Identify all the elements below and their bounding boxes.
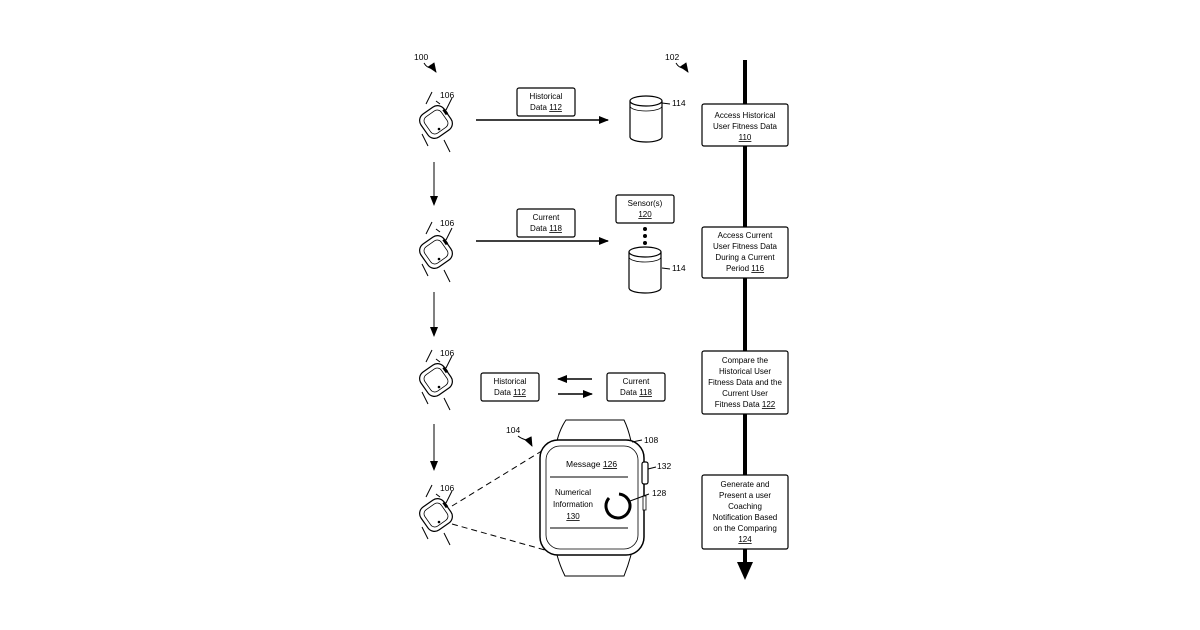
- flow-step-116-num: 116: [751, 264, 764, 273]
- svg-text:Data 118: Data 118: [530, 224, 562, 233]
- ref-106-row4: 106: [440, 483, 454, 493]
- flow-step-116-line1: Access Current: [718, 231, 773, 240]
- flow-step-110-num: 110: [739, 133, 752, 142]
- svg-text:Data 112: Data 112: [530, 103, 562, 112]
- current-data-row3-line2: Data: [620, 388, 637, 397]
- current-data-row2-line2: Data: [530, 224, 547, 233]
- svg-text:Data 112: Data 112: [494, 388, 526, 397]
- flow-step-110-line2: User Fitness Data: [713, 122, 778, 131]
- current-data-row3-line1: Current: [623, 377, 650, 386]
- historical-data-row3-num: 112: [513, 388, 526, 397]
- ref-102-label: 102: [665, 52, 679, 62]
- ref-102-arrow: [676, 63, 688, 72]
- watch-strap-top: [557, 420, 631, 441]
- historical-data-row3-line2: Data: [494, 388, 511, 397]
- current-data-row3-num: 118: [639, 388, 652, 397]
- flow-step-124-line1: Generate and: [721, 480, 770, 489]
- ellipsis-dot: [643, 227, 647, 231]
- watch-numerical-line1: Numerical: [555, 488, 591, 497]
- ref-114-row2: 114: [672, 263, 686, 273]
- watch-side-button[interactable]: [643, 496, 646, 510]
- flow-step-124-line2: Present a user: [719, 491, 771, 500]
- database-icon-row1: [630, 96, 662, 142]
- svg-text:Period 116: Period 116: [726, 264, 765, 273]
- current-data-row2-line1: Current: [533, 213, 560, 222]
- flow-step-124-line3: Coaching: [728, 502, 762, 511]
- flow-step-116-line4: Period: [726, 264, 749, 273]
- historical-data-row1-line2: Data: [530, 103, 547, 112]
- flow-arrowhead: [737, 562, 753, 580]
- ref-106-row3: 106: [440, 348, 454, 358]
- flow-step-122-line2: Historical User: [719, 367, 771, 376]
- projection-line-top: [452, 449, 545, 506]
- watch-icon-row2: [417, 222, 456, 282]
- ref-128-label: 128: [652, 488, 666, 498]
- svg-text:Data 118: Data 118: [620, 388, 652, 397]
- watch-numerical-line2: Information: [553, 500, 593, 509]
- sensors-num: 120: [638, 210, 652, 219]
- ref-100-label: 100: [414, 52, 428, 62]
- svg-text:Fitness Data 122: Fitness Data 122: [715, 400, 776, 409]
- watch-numerical-num: 130: [566, 512, 580, 521]
- flow-step-124-line4: Notification Based: [713, 513, 777, 522]
- watch-message-num: 126: [603, 459, 617, 469]
- flow-step-122-line5: Fitness Data: [715, 400, 760, 409]
- watch-message-label: Message: [566, 459, 601, 469]
- ref-114-row1: 114: [672, 98, 686, 108]
- ref-106-row2: 106: [440, 218, 454, 228]
- watch-crown[interactable]: [642, 462, 648, 484]
- flow-step-122-num: 122: [762, 400, 776, 409]
- historical-data-row3-line1: Historical: [494, 377, 527, 386]
- flow-step-116-line3: During a Current: [715, 253, 775, 262]
- historical-data-row1-num: 112: [549, 103, 562, 112]
- ref-132-label: 132: [657, 461, 671, 471]
- ellipsis-dot: [643, 241, 647, 245]
- flow-step-122-line1: Compare the: [722, 356, 769, 365]
- historical-data-row1-line1: Historical: [530, 92, 563, 101]
- svg-text:Message 126: Message 126: [566, 459, 617, 469]
- database-icon-row2: [629, 247, 661, 293]
- flow-step-124-num: 124: [738, 535, 752, 544]
- ref-104-label: 104: [506, 425, 520, 435]
- flow-step-116-line2: User Fitness Data: [713, 242, 778, 251]
- current-data-row2-num: 118: [549, 224, 562, 233]
- ref-108-label: 108: [644, 435, 658, 445]
- projection-line-bottom: [452, 524, 545, 550]
- sensors-label: Sensor(s): [628, 199, 663, 208]
- ref-100-arrow: [424, 63, 436, 72]
- ellipsis-dot: [643, 234, 647, 238]
- ref-106-row1: 106: [440, 90, 454, 100]
- flow-step-122-line3: Fitness Data and the: [708, 378, 782, 387]
- flow-step-122-line4: Current User: [722, 389, 768, 398]
- watch-strap-bottom: [557, 555, 631, 576]
- flow-step-110-line1: Access Historical: [715, 111, 776, 120]
- flow-step-124-line5: on the Comparing: [713, 524, 777, 533]
